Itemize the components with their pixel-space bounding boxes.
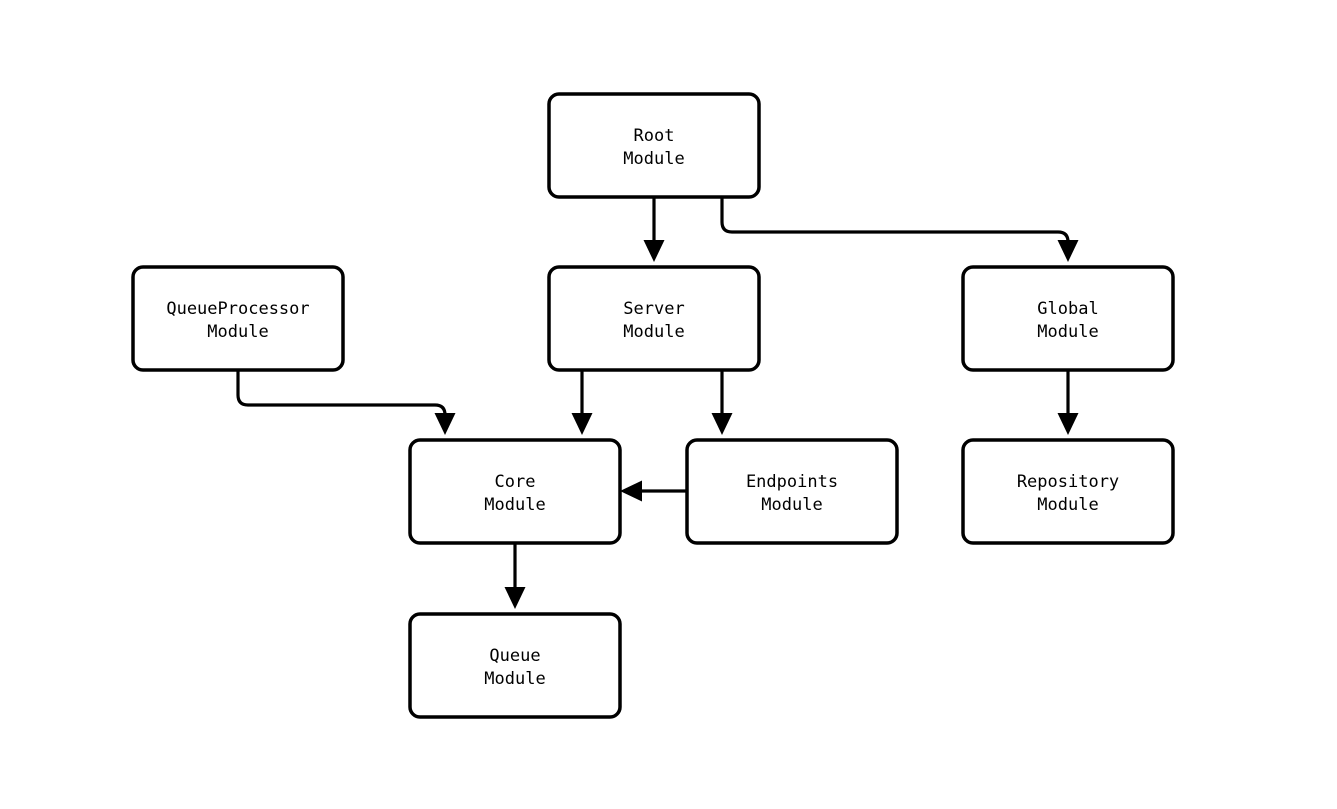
- arrowhead-icon: [1057, 413, 1079, 435]
- edge-global-to-repository: [1057, 370, 1079, 435]
- edge-core-to-queue: [504, 543, 526, 609]
- node-shape[interactable]: [547, 92, 761, 199]
- node-label-line1: Repository: [1017, 472, 1119, 492]
- node-shape[interactable]: [961, 265, 1175, 372]
- node-label-line2: Module: [761, 495, 822, 515]
- edge-layer: [236, 197, 1079, 609]
- arrowhead-icon: [434, 413, 456, 435]
- node-root-module[interactable]: Root Module: [547, 92, 761, 199]
- node-shape[interactable]: [547, 265, 761, 372]
- node-label-line1: QueueProcessor: [166, 299, 309, 319]
- arrowhead-icon: [620, 480, 642, 502]
- node-label-line2: Module: [484, 495, 545, 515]
- node-label-line1: Server: [623, 299, 684, 319]
- node-shape[interactable]: [685, 438, 899, 545]
- node-label-line2: Module: [1037, 322, 1098, 342]
- arrowhead-icon: [711, 413, 733, 435]
- edge-line: [720, 197, 1070, 244]
- node-shape[interactable]: [961, 438, 1175, 545]
- node-label-line1: Queue: [489, 646, 540, 666]
- node-layer: Root Module QueueProcessor Module Server…: [131, 92, 1175, 719]
- node-label-line2: Module: [623, 149, 684, 169]
- node-shape[interactable]: [408, 438, 622, 545]
- edge-server-to-endpoints: [711, 370, 733, 435]
- edge-server-to-core: [571, 370, 593, 435]
- node-repository-module[interactable]: Repository Module: [961, 438, 1175, 545]
- node-global-module[interactable]: Global Module: [961, 265, 1175, 372]
- node-label-line1: Global: [1037, 299, 1098, 319]
- arrowhead-icon: [1057, 240, 1079, 262]
- edge-queueprocessor-to-core: [236, 370, 456, 435]
- node-server-module[interactable]: Server Module: [547, 265, 761, 372]
- node-label-line2: Module: [207, 322, 268, 342]
- node-label-line2: Module: [623, 322, 684, 342]
- node-label-line1: Endpoints: [746, 472, 838, 492]
- node-queueprocessor-module[interactable]: QueueProcessor Module: [131, 265, 345, 372]
- node-label-line2: Module: [1037, 495, 1098, 515]
- node-core-module[interactable]: Core Module: [408, 438, 622, 545]
- node-label-line1: Core: [495, 472, 536, 492]
- edge-line: [236, 370, 447, 417]
- node-queue-module[interactable]: Queue Module: [408, 612, 622, 719]
- node-label-line2: Module: [484, 669, 545, 689]
- arrowhead-icon: [504, 587, 526, 609]
- edge-root-to-global: [720, 197, 1079, 262]
- edge-root-to-server: [643, 197, 665, 262]
- edge-endpoints-to-core: [620, 480, 687, 502]
- node-endpoints-module[interactable]: Endpoints Module: [685, 438, 899, 545]
- arrowhead-icon: [571, 413, 593, 435]
- node-shape[interactable]: [408, 612, 622, 719]
- arrowhead-icon: [643, 240, 665, 262]
- node-label-line1: Root: [634, 126, 675, 146]
- node-shape[interactable]: [131, 265, 345, 372]
